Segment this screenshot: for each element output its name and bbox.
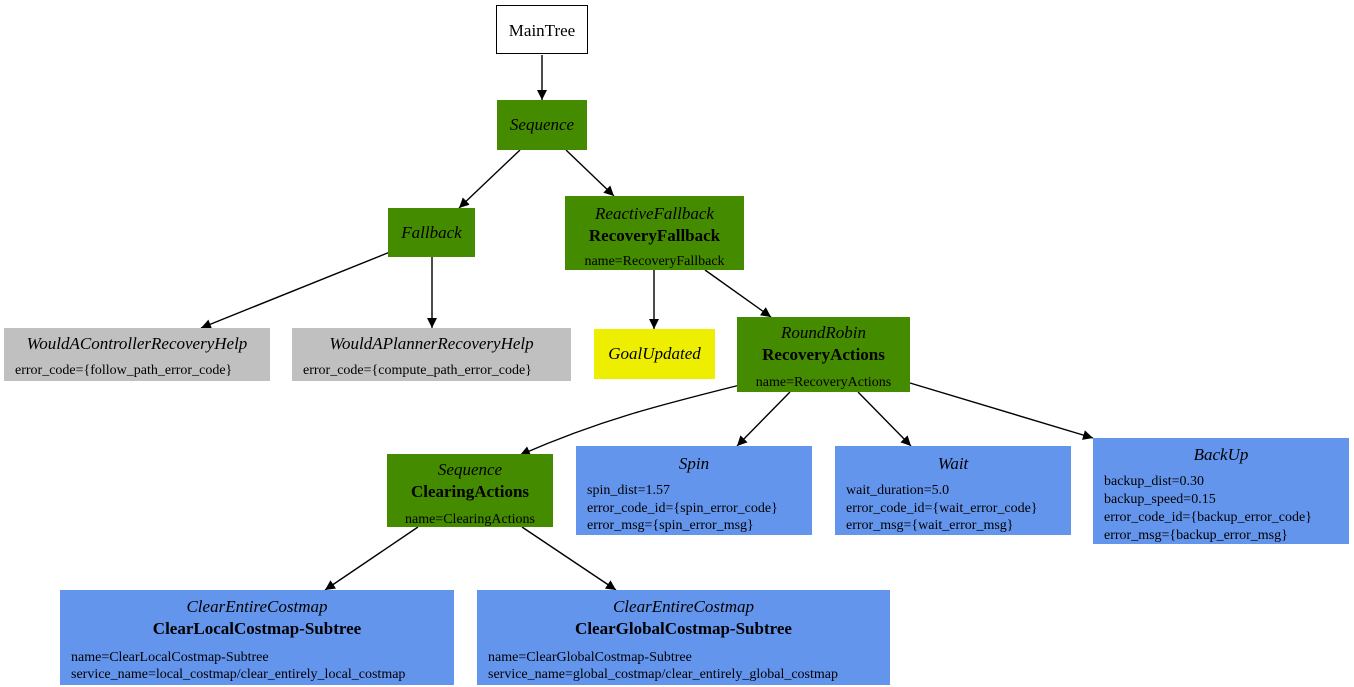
would-controller-type: WouldAControllerRecoveryHelp xyxy=(26,334,248,353)
clearing-actions-param: name=ClearingActions xyxy=(405,512,535,527)
would-planner-type: WouldAPlannerRecoveryHelp xyxy=(329,334,534,353)
edge-clearingactions-clearlocal xyxy=(324,526,419,591)
fallback-node: Fallback xyxy=(388,208,475,257)
clear-local-name: ClearLocalCostmap-Subtree xyxy=(152,619,362,638)
edge-recoveryactions-spin xyxy=(736,391,791,447)
wait-type: Wait xyxy=(937,454,969,473)
wait-param-duration: wait_duration=5.0 xyxy=(846,483,950,498)
would-planner-node: WouldAPlannerRecoveryHelp error_code={co… xyxy=(292,328,571,381)
backup-param-error-msg: error_msg={backup_error_msg} xyxy=(1104,528,1288,543)
recovery-fallback-name: RecoveryFallback xyxy=(588,226,721,245)
backup-param-dist: backup_dist=0.30 xyxy=(1104,474,1205,489)
clear-global-param-service: service_name=global_costmap/clear_entire… xyxy=(488,667,838,682)
clear-global-node: ClearEntireCostmap ClearGlobalCostmap-Su… xyxy=(477,590,890,685)
edge-recoveryactions-wait xyxy=(857,391,912,447)
spin-node: Spin spin_dist=1.57 error_code_id={spin_… xyxy=(576,446,812,535)
recovery-fallback-param: name=RecoveryFallback xyxy=(584,254,725,269)
edge-sequence-fallback xyxy=(458,149,521,209)
recovery-actions-name: RecoveryActions xyxy=(762,345,885,364)
clear-local-param-service: service_name=local_costmap/clear_entirel… xyxy=(71,667,406,682)
backup-type: BackUp xyxy=(1193,445,1249,464)
wait-param-error-code: error_code_id={wait_error_code} xyxy=(846,501,1038,516)
recovery-actions-type: RoundRobin xyxy=(781,323,866,342)
recovery-fallback-node: ReactiveFallback RecoveryFallback name=R… xyxy=(565,196,744,270)
edge-recoveryactions-backup xyxy=(909,382,1094,440)
spin-param-error-msg: error_msg={spin_error_msg} xyxy=(587,518,754,533)
backup-param-error-code: error_code_id={backup_error_code} xyxy=(1104,510,1312,525)
backup-node: BackUp backup_dist=0.30 backup_speed=0.1… xyxy=(1093,438,1349,544)
edge-clearingactions-clearglobal xyxy=(521,526,617,591)
clearing-actions-name: ClearingActions xyxy=(410,482,530,501)
recovery-actions-param: name=RecoveryActions xyxy=(755,375,892,390)
edge-recoveryactions-clearingactions xyxy=(519,384,741,456)
clearing-actions-node: Sequence ClearingActions name=ClearingAc… xyxy=(387,454,553,527)
edge-recoveryfallback-recoveryactions xyxy=(704,269,772,318)
backup-param-speed: backup_speed=0.15 xyxy=(1104,492,1216,507)
sequence-root-type: Sequence xyxy=(509,115,575,134)
wait-param-error-msg: error_msg={wait_error_msg} xyxy=(846,518,1014,533)
would-controller-param: error_code={follow_path_error_code} xyxy=(15,363,233,378)
would-controller-node: WouldAControllerRecoveryHelp error_code=… xyxy=(4,328,270,381)
spin-param-error-code: error_code_id={spin_error_code} xyxy=(587,501,778,516)
clear-global-type: ClearEntireCostmap xyxy=(612,597,755,616)
clear-local-param-name: name=ClearLocalCostmap-Subtree xyxy=(71,650,269,665)
sequence-root-node: Sequence xyxy=(497,100,587,150)
wait-node: Wait wait_duration=5.0 error_code_id={wa… xyxy=(835,446,1071,535)
edge-sequence-recoveryfallback xyxy=(565,149,615,197)
clear-global-param-name: name=ClearGlobalCostmap-Subtree xyxy=(488,650,692,665)
fallback-type: Fallback xyxy=(401,223,462,242)
spin-type: Spin xyxy=(678,454,710,473)
clear-local-type: ClearEntireCostmap xyxy=(186,597,328,616)
recovery-fallback-type: ReactiveFallback xyxy=(595,204,714,223)
main-tree-label: MainTree xyxy=(508,21,576,40)
spin-param-dist: spin_dist=1.57 xyxy=(587,483,670,498)
clear-global-name: ClearGlobalCostmap-Subtree xyxy=(575,619,792,638)
edge-fallback-wouldcontroller xyxy=(200,251,391,329)
clearing-actions-type: Sequence xyxy=(437,460,503,479)
would-planner-param: error_code={compute_path_error_code} xyxy=(303,363,532,378)
recovery-actions-node: RoundRobin RecoveryActions name=Recovery… xyxy=(737,317,910,392)
goal-updated-type: GoalUpdated xyxy=(608,344,701,363)
main-tree-node: MainTree xyxy=(496,5,588,54)
clear-local-node: ClearEntireCostmap ClearLocalCostmap-Sub… xyxy=(60,590,454,685)
goal-updated-node: GoalUpdated xyxy=(594,329,715,379)
